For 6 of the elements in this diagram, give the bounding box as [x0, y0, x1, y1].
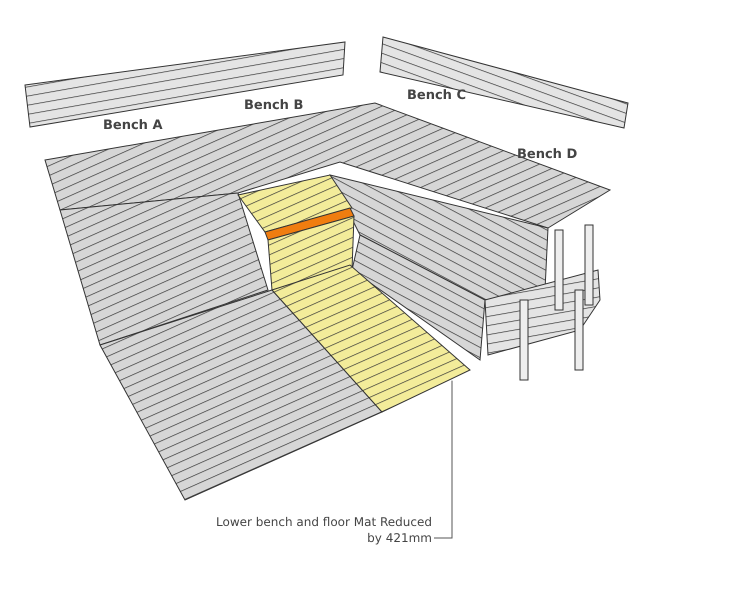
bench-label: Bench C [407, 88, 466, 103]
leader-line [434, 380, 452, 538]
callout-text: Lower bench and floor Mat Reduced by 421mm [200, 514, 432, 546]
bench-label: Bench A [103, 118, 163, 133]
bench-label: Bench B [244, 98, 304, 113]
bench-label: Bench D [517, 147, 578, 162]
